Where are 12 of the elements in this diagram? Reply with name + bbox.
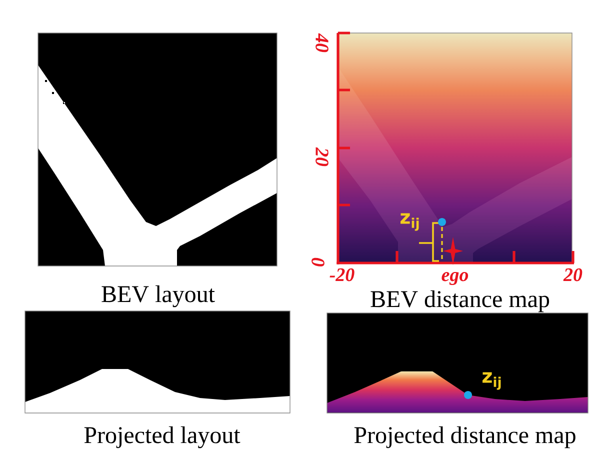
tick-label: -20 — [330, 268, 354, 282]
caption: BEV layout — [102, 285, 215, 308]
tick-label: 40 — [316, 33, 328, 52]
caption: BEV distance map — [370, 290, 550, 312]
caption: Projected distance map — [354, 426, 576, 448]
variable-label: z$_{ij}$ — [482, 372, 501, 390]
tick-label: 0 — [312, 258, 324, 266]
tick-label: 20 — [316, 147, 328, 166]
caption: Projected layout — [84, 426, 240, 448]
tick-label: ego — [442, 272, 468, 286]
variable-label: z$_{ij}$ — [400, 213, 419, 231]
tick-label: 20 — [563, 268, 582, 282]
